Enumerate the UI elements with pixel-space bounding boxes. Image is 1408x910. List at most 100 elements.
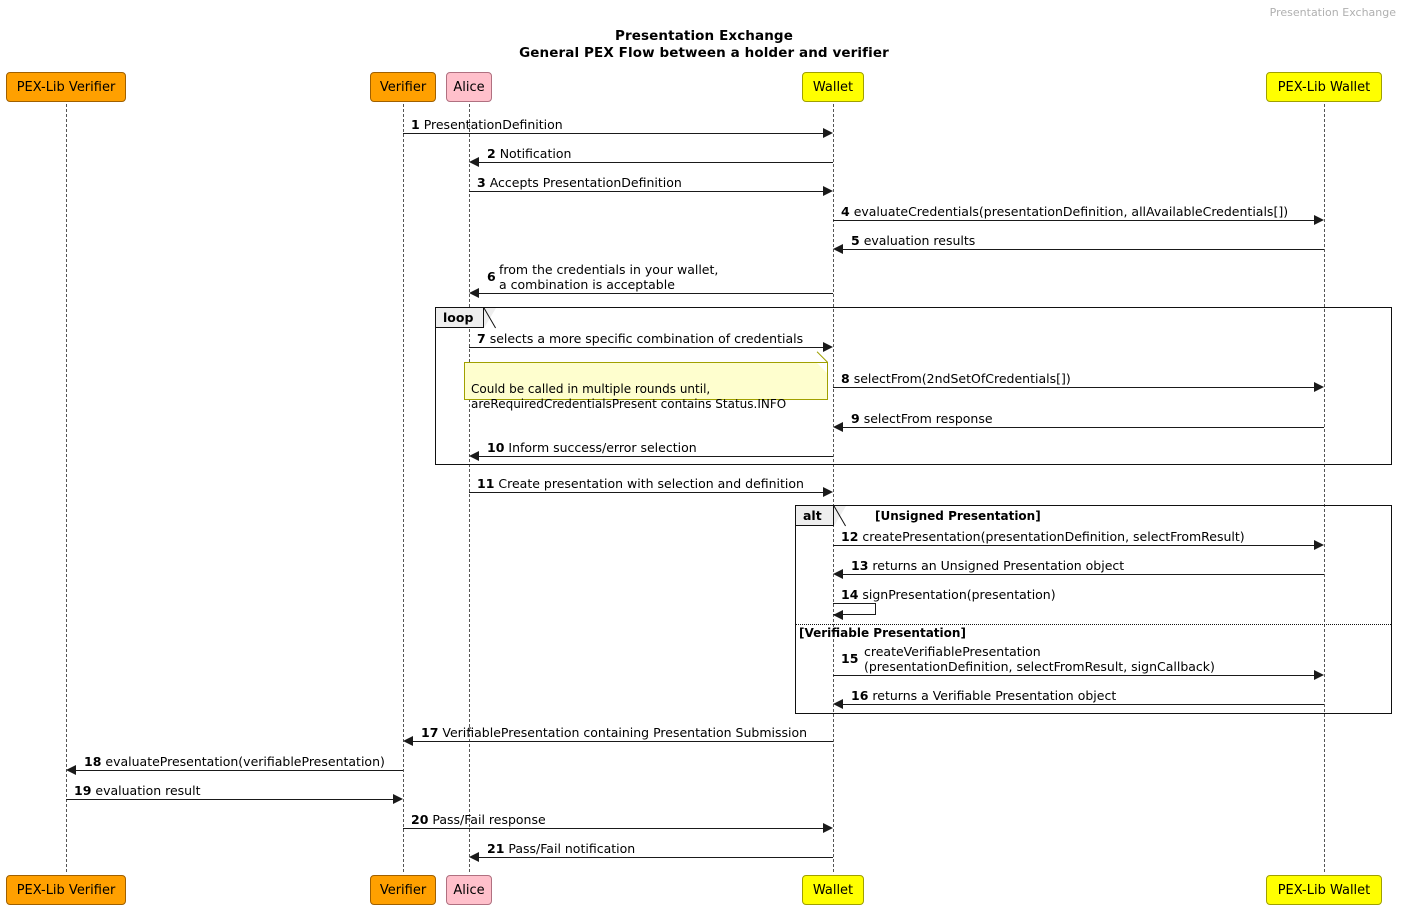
message-4-label: 4 evaluateCredentials(presentationDefini… xyxy=(841,204,1288,219)
message-17-label: 17 VerifiablePresentation containing Pre… xyxy=(421,725,807,740)
message-7-text: selects a more specific combination of c… xyxy=(489,331,804,346)
message-1-line xyxy=(403,133,826,134)
message-3-text: Accepts PresentationDefinition xyxy=(489,175,682,190)
message-3-label: 3 Accepts PresentationDefinition xyxy=(477,175,682,190)
message-14-text: signPresentation(presentation) xyxy=(862,587,1056,602)
participant-wallet-top[interactable]: Wallet xyxy=(802,72,864,102)
message-12-text: createPresentation(presentationDefinitio… xyxy=(862,529,1245,544)
message-5-arrowhead xyxy=(833,244,843,254)
message-19-label: 19 evaluation result xyxy=(74,783,200,798)
message-21-seq: 21 xyxy=(487,841,505,856)
message-16-text: returns a Verifiable Presentation object xyxy=(872,688,1117,703)
participant-verifier-bottom[interactable]: Verifier xyxy=(370,875,436,905)
lifeline-wallet xyxy=(833,104,834,872)
message-17-line xyxy=(413,741,833,742)
message-2-arrowhead xyxy=(469,157,479,167)
participant-pexlib-wallet-bottom[interactable]: PEX-Lib Wallet xyxy=(1266,875,1382,905)
participant-alice-bottom[interactable]: Alice xyxy=(446,875,492,905)
message-18-seq: 18 xyxy=(84,754,102,769)
message-7-seq: 7 xyxy=(477,331,486,346)
message-4-arrowhead xyxy=(1314,215,1324,225)
message-21-line xyxy=(479,857,833,858)
note-fold-corner xyxy=(817,363,827,373)
message-15-seq-wrap: 15 xyxy=(841,651,858,666)
lifeline-pexlib-wallet xyxy=(1324,104,1325,872)
message-9-seq: 9 xyxy=(851,411,860,426)
message-18-arrowhead xyxy=(66,765,76,775)
message-14-label: 14 signPresentation(presentation) xyxy=(841,587,1056,602)
message-5-line xyxy=(843,249,1324,250)
watermark-label: Presentation Exchange xyxy=(1269,6,1396,19)
message-6-seq: 6 xyxy=(487,269,496,284)
message-17-text: VerifiablePresentation containing Presen… xyxy=(442,725,808,740)
diagram-title-line1: Presentation Exchange xyxy=(615,28,793,44)
message-5-label: 5 evaluation results xyxy=(851,233,975,248)
message-3-seq: 3 xyxy=(477,175,486,190)
message-18-text: evaluatePresentation(verifiablePresentat… xyxy=(105,754,385,769)
message-10-seq: 10 xyxy=(487,440,505,455)
fragment-alt xyxy=(795,505,1392,714)
message-7-line xyxy=(469,347,826,348)
message-13-text: returns an Unsigned Presentation object xyxy=(872,558,1125,573)
message-9-line xyxy=(843,427,1324,428)
message-17-seq: 17 xyxy=(421,725,439,740)
message-15-arrowhead xyxy=(1314,670,1324,680)
message-20-text: Pass/Fail response xyxy=(432,812,546,827)
message-19-text: evaluation result xyxy=(95,783,201,798)
message-8-seq: 8 xyxy=(841,371,850,386)
participant-wallet-bottom[interactable]: Wallet xyxy=(802,875,864,905)
message-13-arrowhead xyxy=(833,569,843,579)
message-4-seq: 4 xyxy=(841,204,850,219)
message-15-text: createVerifiablePresentation (presentati… xyxy=(864,644,1215,674)
message-10-arrowhead xyxy=(469,451,479,461)
message-14-arrowhead xyxy=(833,610,843,620)
message-8-text: selectFrom(2ndSetOfCredentials[]) xyxy=(853,371,1071,386)
lifeline-alice xyxy=(469,104,470,872)
message-7-label: 7 selects a more specific combination of… xyxy=(477,331,803,346)
participant-pexlib-verifier-bottom[interactable]: PEX-Lib Verifier xyxy=(6,875,126,905)
message-10-line xyxy=(479,456,833,457)
message-3-arrowhead xyxy=(823,186,833,196)
message-6-text: from the credentials in your wallet, a c… xyxy=(499,262,719,292)
message-9-text: selectFrom response xyxy=(863,411,993,426)
message-20-arrowhead xyxy=(823,823,833,833)
participant-pexlib-wallet-top[interactable]: PEX-Lib Wallet xyxy=(1266,72,1382,102)
message-16-line xyxy=(843,704,1324,705)
note-rounds: Could be called in multiple rounds until… xyxy=(464,351,828,411)
participant-verifier-top[interactable]: Verifier xyxy=(370,72,436,102)
participant-alice-top[interactable]: Alice xyxy=(446,72,492,102)
message-20-line xyxy=(403,828,826,829)
message-21-text: Pass/Fail notification xyxy=(508,841,636,856)
message-12-arrowhead xyxy=(1314,540,1324,550)
message-14-seq: 14 xyxy=(841,587,859,602)
message-4-text: evaluateCredentials(presentationDefiniti… xyxy=(853,204,1289,219)
note-rounds-text: Could be called in multiple rounds until… xyxy=(471,382,787,411)
message-1-seq: 1 xyxy=(411,117,420,132)
message-1-arrowhead xyxy=(823,128,833,138)
lifeline-verifier xyxy=(403,104,404,872)
message-16-arrowhead xyxy=(833,699,843,709)
fragment-alt-else-divider xyxy=(796,624,1391,625)
message-5-text: evaluation results xyxy=(863,233,976,248)
fragment-loop-tab-corner xyxy=(484,308,496,328)
message-8-line xyxy=(833,387,1317,388)
message-5-seq: 5 xyxy=(851,233,860,248)
message-21-arrowhead xyxy=(469,852,479,862)
message-11-text: Create presentation with selection and d… xyxy=(498,476,804,491)
message-17-arrowhead xyxy=(403,736,413,746)
message-2-line xyxy=(479,162,833,163)
message-20-seq: 20 xyxy=(411,812,429,827)
message-16-label: 16 returns a Verifiable Presentation obj… xyxy=(851,688,1116,703)
message-1-text: PresentationDefinition xyxy=(423,117,563,132)
message-10-label: 10 Inform success/error selection xyxy=(487,440,697,455)
message-15-seq: 15 xyxy=(841,651,859,666)
message-15-line xyxy=(833,675,1317,676)
message-2-label: 2 Notification xyxy=(487,146,571,161)
message-19-arrowhead xyxy=(393,794,403,804)
fragment-alt-else-label: [Verifiable Presentation] xyxy=(799,626,966,640)
message-16-seq: 16 xyxy=(851,688,869,703)
participant-pexlib-verifier-top[interactable]: PEX-Lib Verifier xyxy=(6,72,126,102)
message-21-label: 21 Pass/Fail notification xyxy=(487,841,635,856)
message-6-arrowhead xyxy=(469,288,479,298)
